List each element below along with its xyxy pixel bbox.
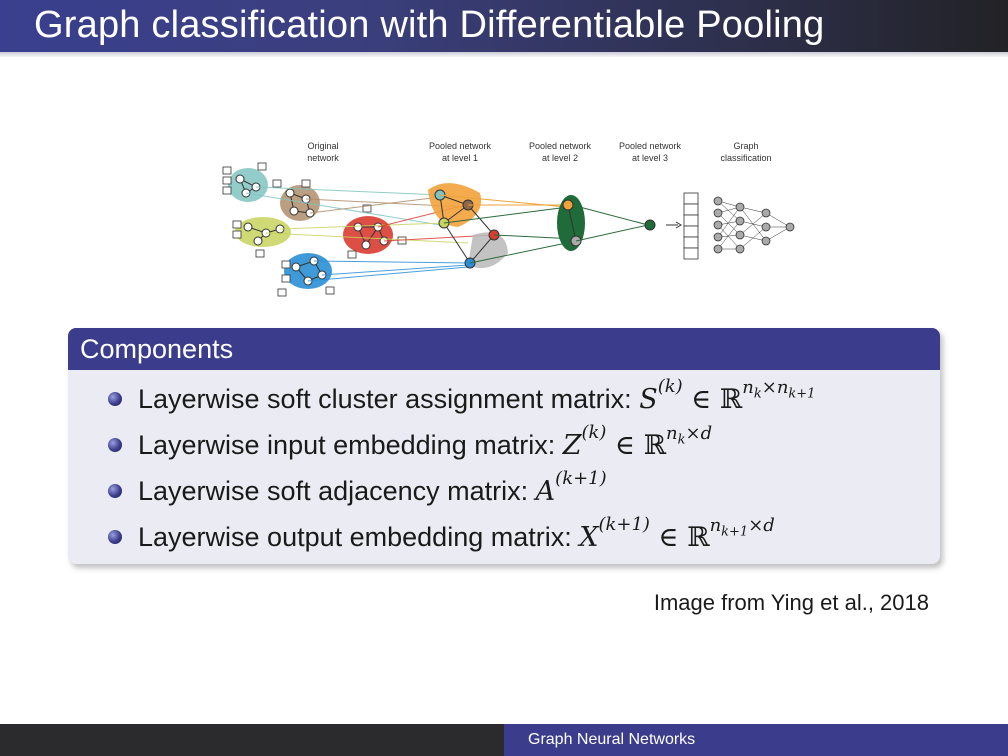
footer-right: Graph Neural Networks xyxy=(504,724,1008,756)
label-original-1: Original xyxy=(307,141,338,151)
item-text: Layerwise soft cluster assignment matrix… xyxy=(138,384,639,414)
item-text: Layerwise input embedding matrix: xyxy=(138,430,563,460)
pooled-level-2 xyxy=(557,195,585,251)
item-relation: ∈ ℝ xyxy=(683,384,743,415)
footer-title: Graph Neural Networks xyxy=(528,724,695,756)
label-level3-2: at level 3 xyxy=(632,153,668,163)
label-level2-1: Pooled network xyxy=(529,141,592,151)
bullet-icon xyxy=(108,438,122,452)
classification-mlp xyxy=(684,193,794,259)
footer-left xyxy=(0,724,504,756)
item-dim-a: n xyxy=(710,515,722,536)
block-body: Layerwise soft cluster assignment matrix… xyxy=(68,370,940,560)
pooled-level-3-node xyxy=(645,220,655,230)
pooled-level-1 xyxy=(428,183,508,268)
label-level2-2: at level 2 xyxy=(542,153,578,163)
label-graph-classification-2: classification xyxy=(720,153,771,163)
original-network xyxy=(223,163,406,296)
item-superscript: (k+1) xyxy=(598,514,650,535)
list-item-cluster-assignment: Layerwise soft cluster assignment matrix… xyxy=(68,376,940,422)
item-symbol: Z xyxy=(563,430,582,461)
item-superscript: (k+1) xyxy=(555,468,607,489)
item-dim-b: d xyxy=(763,515,775,536)
title-bar: Graph classification with Differentiable… xyxy=(0,0,1008,52)
bullet-icon xyxy=(108,530,122,544)
item-superscript: (k) xyxy=(658,376,683,397)
item-dim-a: n xyxy=(742,377,754,398)
item-dim-a: n xyxy=(666,423,678,444)
block-title: Components xyxy=(68,328,940,370)
item-symbol: A xyxy=(536,476,556,507)
item-dim-a-sub: k xyxy=(754,387,762,402)
label-level3-1: Pooled network xyxy=(619,141,682,151)
item-times: × xyxy=(762,377,777,398)
item-symbol: X xyxy=(579,522,598,553)
item-text: Layerwise soft adjacency matrix: xyxy=(138,476,536,506)
item-symbol: S xyxy=(639,384,658,415)
item-times: × xyxy=(686,423,701,444)
list-item-input-embedding: Layerwise input embedding matrix: Z(k) ∈… xyxy=(68,422,940,468)
label-level1-1: Pooled network xyxy=(429,141,492,151)
item-dim-b: n xyxy=(777,377,789,398)
title-shadow xyxy=(0,52,1008,58)
item-dim-a-sub: k+1 xyxy=(721,525,748,540)
list-item-output-embedding: Layerwise output embedding matrix: X(k+1… xyxy=(68,514,940,560)
slide-title: Graph classification with Differentiable… xyxy=(34,2,824,48)
components-block: Components Layerwise soft cluster assign… xyxy=(68,328,940,564)
bullet-icon xyxy=(108,392,122,406)
item-dim-b: d xyxy=(701,423,713,444)
item-dim-b-sub: k+1 xyxy=(788,387,815,402)
diffpool-figure: Original network Pooled network at level… xyxy=(218,135,818,305)
item-text: Layerwise output embedding matrix: xyxy=(138,522,579,552)
item-dim-a-sub: k xyxy=(678,433,686,448)
item-times: × xyxy=(748,515,763,536)
item-relation: ∈ ℝ xyxy=(606,430,666,461)
list-item-soft-adjacency: Layerwise soft adjacency matrix: A(k+1) xyxy=(68,468,940,514)
label-graph-classification-1: Graph xyxy=(733,141,758,151)
image-citation: Image from Ying et al., 2018 xyxy=(0,590,929,616)
item-superscript: (k) xyxy=(581,422,606,443)
bullet-icon xyxy=(108,484,122,498)
label-original-2: network xyxy=(307,153,339,163)
item-relation: ∈ ℝ xyxy=(650,522,710,553)
label-level1-2: at level 1 xyxy=(442,153,478,163)
